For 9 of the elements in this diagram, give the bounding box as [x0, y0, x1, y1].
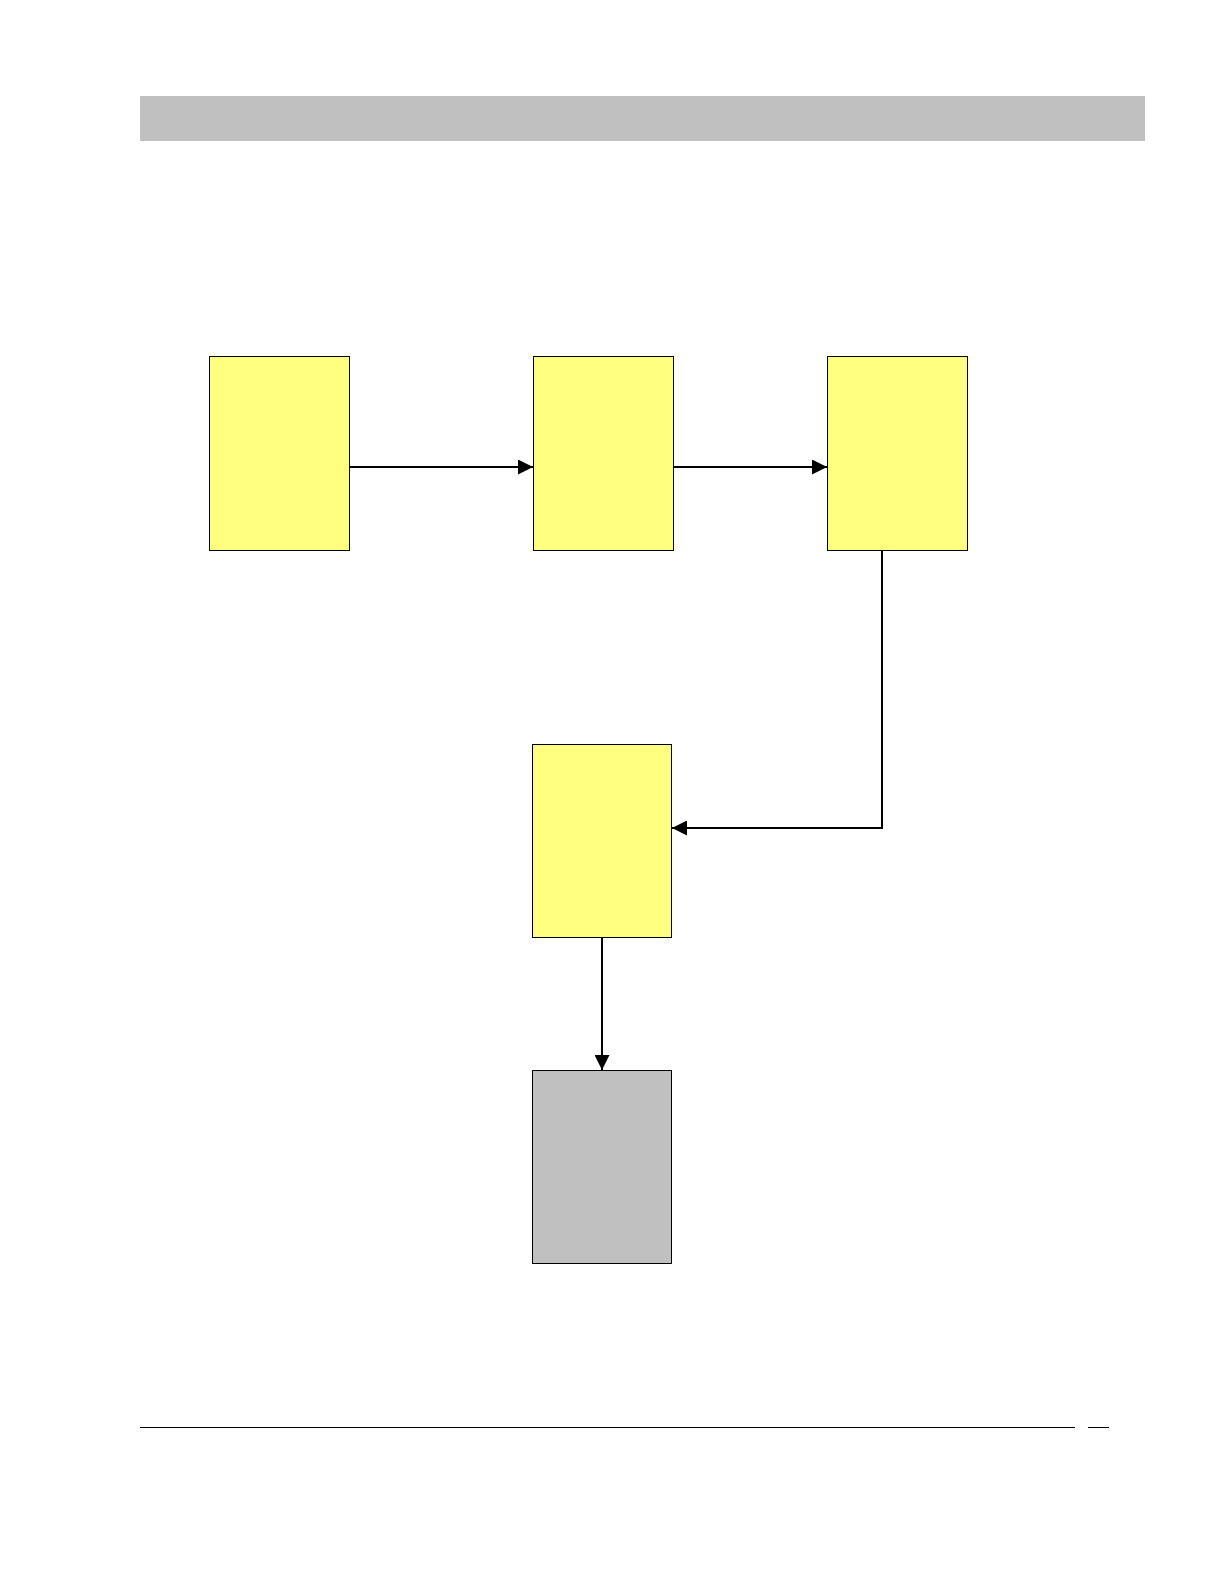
arrow — [671, 550, 883, 836]
arrow — [594, 937, 610, 1071]
arrow — [673, 459, 828, 475]
process-box — [209, 356, 350, 551]
process-box — [533, 356, 674, 551]
process-box — [827, 356, 968, 551]
process-box — [532, 1070, 672, 1264]
process-box — [532, 744, 672, 938]
arrow — [349, 459, 534, 475]
